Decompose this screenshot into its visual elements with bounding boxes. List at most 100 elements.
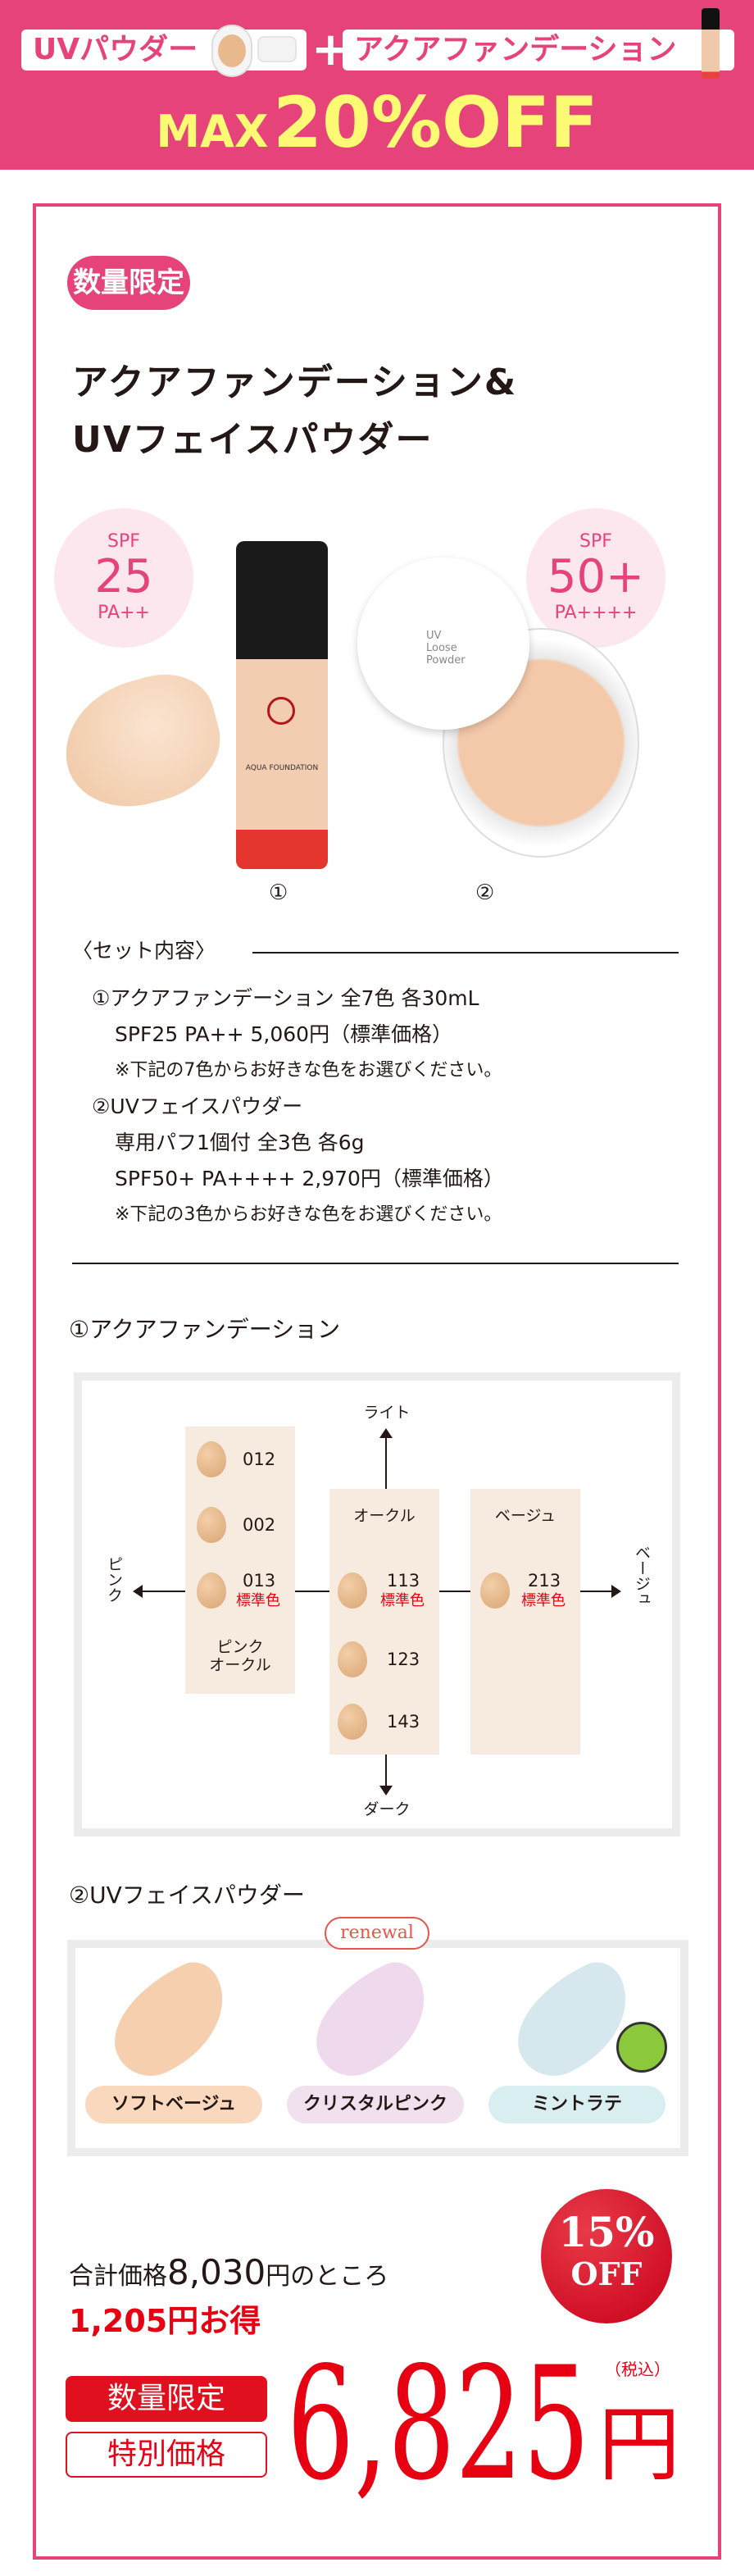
arrow-down-icon [379, 1786, 393, 1795]
arrow-up-icon [379, 1428, 393, 1438]
shade-drop [197, 1507, 226, 1543]
shade-drop [338, 1572, 367, 1609]
spf-label: SPF [107, 531, 140, 552]
column-ochre: オークル 113 標準色 123 143 [329, 1489, 439, 1755]
axis-light-label: ライト [363, 1404, 411, 1422]
column-beige: ベージュ 213 標準色 [470, 1489, 580, 1755]
set-line: SPF50+ PA++++ 2,970円（標準価格） [115, 1167, 504, 1190]
powder-label: UVパウダー [33, 33, 198, 66]
foundation-label-pill: アクアファンデーション [343, 30, 734, 71]
shade-code: 012 [243, 1450, 276, 1469]
total-price-line: 合計価格8,030円のところ [69, 2251, 388, 2298]
spf-badge-powder: SPF 50+ PA++++ [526, 508, 665, 648]
shade-code: 123 [387, 1650, 420, 1669]
powder-heading: ②UVフェイスパウダー [69, 1882, 305, 1909]
swatch-crystal-pink [296, 1954, 447, 2088]
shade-drop [480, 1572, 510, 1609]
powder-colors-box: ソフトベージュ クリスタルピンク ミントラテ [67, 1940, 688, 2156]
divider [252, 952, 679, 953]
renewal-tag: renewal [325, 1917, 429, 1950]
total-suffix: 円のところ [266, 2262, 389, 2291]
standard-shade-label: 標準色 [236, 1592, 280, 1609]
jar-text: Powder [426, 654, 466, 667]
foundation-heading: ①アクアファンデーション [69, 1316, 341, 1343]
yen-symbol: 円 [598, 2396, 680, 2492]
color-chip-crystal-pink: クリスタルピンク [287, 2086, 464, 2123]
spf-badge-foundation: SPF 25 PA++ [54, 508, 193, 648]
set-line: SPF25 PA++ 5,060円（標準価格） [115, 1022, 453, 1046]
set-note: ※下記の3色からお好きな色をお選びください。 [115, 1204, 502, 1225]
discount-badge: 15% OFF [541, 2189, 672, 2323]
pa-value: PA++ [98, 603, 150, 623]
axis-dark-label: ダーク [363, 1800, 411, 1818]
final-price: 6,825 [287, 2333, 590, 2515]
product-title-line1: アクアファンデーション& [72, 362, 518, 403]
shade-code: 213 [528, 1571, 561, 1591]
swatch-mint-latte [497, 1954, 648, 2088]
spf-value: 25 [94, 550, 153, 603]
arrow-left-icon [133, 1585, 143, 1598]
foundation-label: アクアファンデーション [354, 33, 677, 66]
pa-value: PA++++ [554, 603, 638, 623]
column-label: ベージュ [494, 1507, 556, 1525]
bottle-label: AQUA FOUNDATION [245, 764, 319, 772]
shade-drop [338, 1704, 367, 1740]
divider [72, 1263, 679, 1264]
savings-amount: 1,205円お得 [69, 2303, 261, 2339]
set-contents-heading: 〈セット内容〉 [72, 939, 216, 963]
foundation-bottle-image: AQUA FOUNDATION [236, 541, 328, 869]
column-label: オークル [353, 1507, 416, 1525]
powder-label-pill: UVパウダー [21, 25, 307, 77]
max-discount: MAX 20%OFF [0, 82, 754, 164]
shade-code: 113 [387, 1571, 420, 1591]
product-number-1: ① [269, 881, 288, 905]
standard-shade-label: 標準色 [380, 1592, 425, 1609]
set-line: 専用パフ1個付 全3色 各6g [115, 1131, 365, 1154]
promo-banner: UVパウダー + アクアファンデーション MAX 20%OFF [0, 0, 754, 170]
swatch-soft-beige [94, 1954, 245, 2088]
standard-shade-label: 標準色 [521, 1592, 566, 1609]
jar-icon [257, 36, 297, 62]
set-line: ②UVフェイスパウダー [92, 1095, 303, 1118]
axis-up-line [385, 1435, 387, 1489]
axis-pink-label: ピンク [105, 1556, 123, 1603]
max-label: MAX [156, 106, 269, 157]
arrow-right-icon [611, 1585, 621, 1598]
total-prefix: 合計価格 [69, 2262, 167, 2291]
set-line: ①アクアファンデーション 全7色 各30mL [92, 986, 479, 1010]
brand-logo [267, 697, 295, 725]
spf-value: 50+ [547, 550, 645, 603]
tax-included-label: （税込） [605, 2360, 670, 2379]
shade-code: 013 [243, 1571, 276, 1591]
shade-chart: ライト ダーク ピンク ベージュ 012 002 013 標準色 ピンクオークル… [74, 1372, 680, 1836]
product-number-2: ② [475, 881, 495, 905]
product-title-line2: UVフェイスパウダー [72, 419, 434, 461]
jar-text: UV [426, 630, 442, 642]
discount-off: OFF [570, 2255, 643, 2292]
spf-label: SPF [579, 531, 612, 552]
shade-code: 002 [243, 1515, 276, 1535]
column-label: ピンク [216, 1638, 264, 1656]
axis-down-line [385, 1755, 387, 1791]
axis-beige-label: ベージュ [633, 1545, 651, 1607]
shade-drop [197, 1572, 226, 1609]
limited-label: 数量限定 [66, 2376, 267, 2422]
set-note: ※下記の7色からお好きな色をお選びください。 [115, 1060, 502, 1081]
color-chip-soft-beige: ソフトベージュ [85, 2086, 262, 2123]
product-card [33, 203, 721, 2560]
column-label: オークル [209, 1656, 271, 1674]
bottle-icon [702, 8, 720, 79]
special-price-label: 特別価格 [66, 2432, 267, 2478]
shade-drop [338, 1641, 367, 1677]
column-pink-ochre: 012 002 013 標準色 ピンクオークル [185, 1427, 295, 1694]
lime-icon [616, 2022, 667, 2073]
discount-percent: 15% [558, 2208, 655, 2256]
shade-code: 143 [387, 1712, 420, 1732]
discount-label: 20%OFF [273, 82, 598, 164]
total-price: 8,030 [167, 2252, 266, 2292]
limited-badge: 数量限定 [67, 256, 190, 310]
color-chip-mint-latte: ミントラテ [488, 2086, 665, 2123]
compact-icon [211, 25, 252, 77]
shade-drop [197, 1441, 226, 1477]
